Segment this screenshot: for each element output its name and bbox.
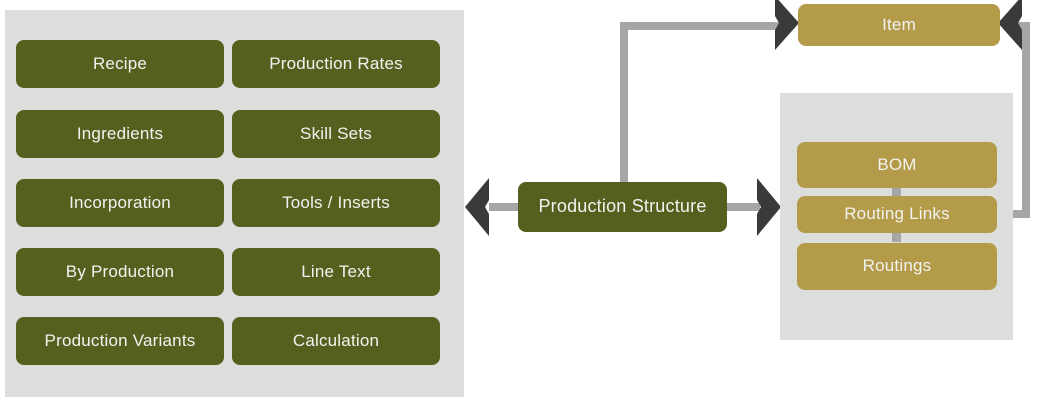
connector-bom-to-routing-links <box>892 187 901 197</box>
node-label: By Production <box>65 261 175 281</box>
node-item[interactable]: Item <box>798 4 1000 46</box>
node-bom[interactable]: BOM <box>797 142 997 188</box>
node-incorporation[interactable]: Incorporation <box>16 179 224 227</box>
connector-production-structure-to-item-horizontal <box>620 22 780 30</box>
node-label: Incorporation <box>69 192 171 212</box>
node-label: Tools / Inserts <box>282 192 390 212</box>
node-by-production[interactable]: By Production <box>16 248 224 296</box>
connector-production-structure-to-item-vertical <box>620 22 628 187</box>
node-routings[interactable]: Routings <box>797 243 997 290</box>
node-production-structure[interactable]: Production Structure <box>518 182 727 232</box>
node-label: Production Rates <box>269 53 403 73</box>
node-tools-inserts[interactable]: Tools / Inserts <box>232 179 440 227</box>
node-label: Production Variants <box>44 330 196 350</box>
connector-routing-links-to-routings <box>892 232 901 242</box>
node-label: Routing Links <box>844 204 950 224</box>
node-label: Production Structure <box>538 196 707 217</box>
node-label: Routings <box>862 256 932 276</box>
arrow-left-icon <box>465 178 489 236</box>
node-label: Line Text <box>301 261 371 281</box>
node-routing-links[interactable]: Routing Links <box>797 196 997 233</box>
node-label: Item <box>882 14 916 34</box>
connector-production-structure-to-components <box>489 203 521 211</box>
connector-item-structure-to-item-vertical <box>1022 22 1030 218</box>
node-label: Calculation <box>292 330 380 350</box>
node-calculation[interactable]: Calculation <box>232 317 440 365</box>
node-recipe[interactable]: Recipe <box>16 40 224 88</box>
arrow-right-icon <box>775 0 799 50</box>
node-line-text[interactable]: Line Text <box>232 248 440 296</box>
node-label: BOM <box>877 154 917 174</box>
node-production-variants[interactable]: Production Variants <box>16 317 224 365</box>
node-label: Recipe <box>92 53 148 73</box>
node-label: Ingredients <box>76 123 164 143</box>
arrow-right-icon <box>757 178 781 236</box>
node-label: Skill Sets <box>300 123 372 143</box>
connector-production-structure-to-item-structure <box>725 203 760 211</box>
node-production-rates[interactable]: Production Rates <box>232 40 440 88</box>
arrow-left-icon <box>998 0 1022 50</box>
node-ingredients[interactable]: Ingredients <box>16 110 224 158</box>
node-skill-sets[interactable]: Skill Sets <box>232 110 440 158</box>
